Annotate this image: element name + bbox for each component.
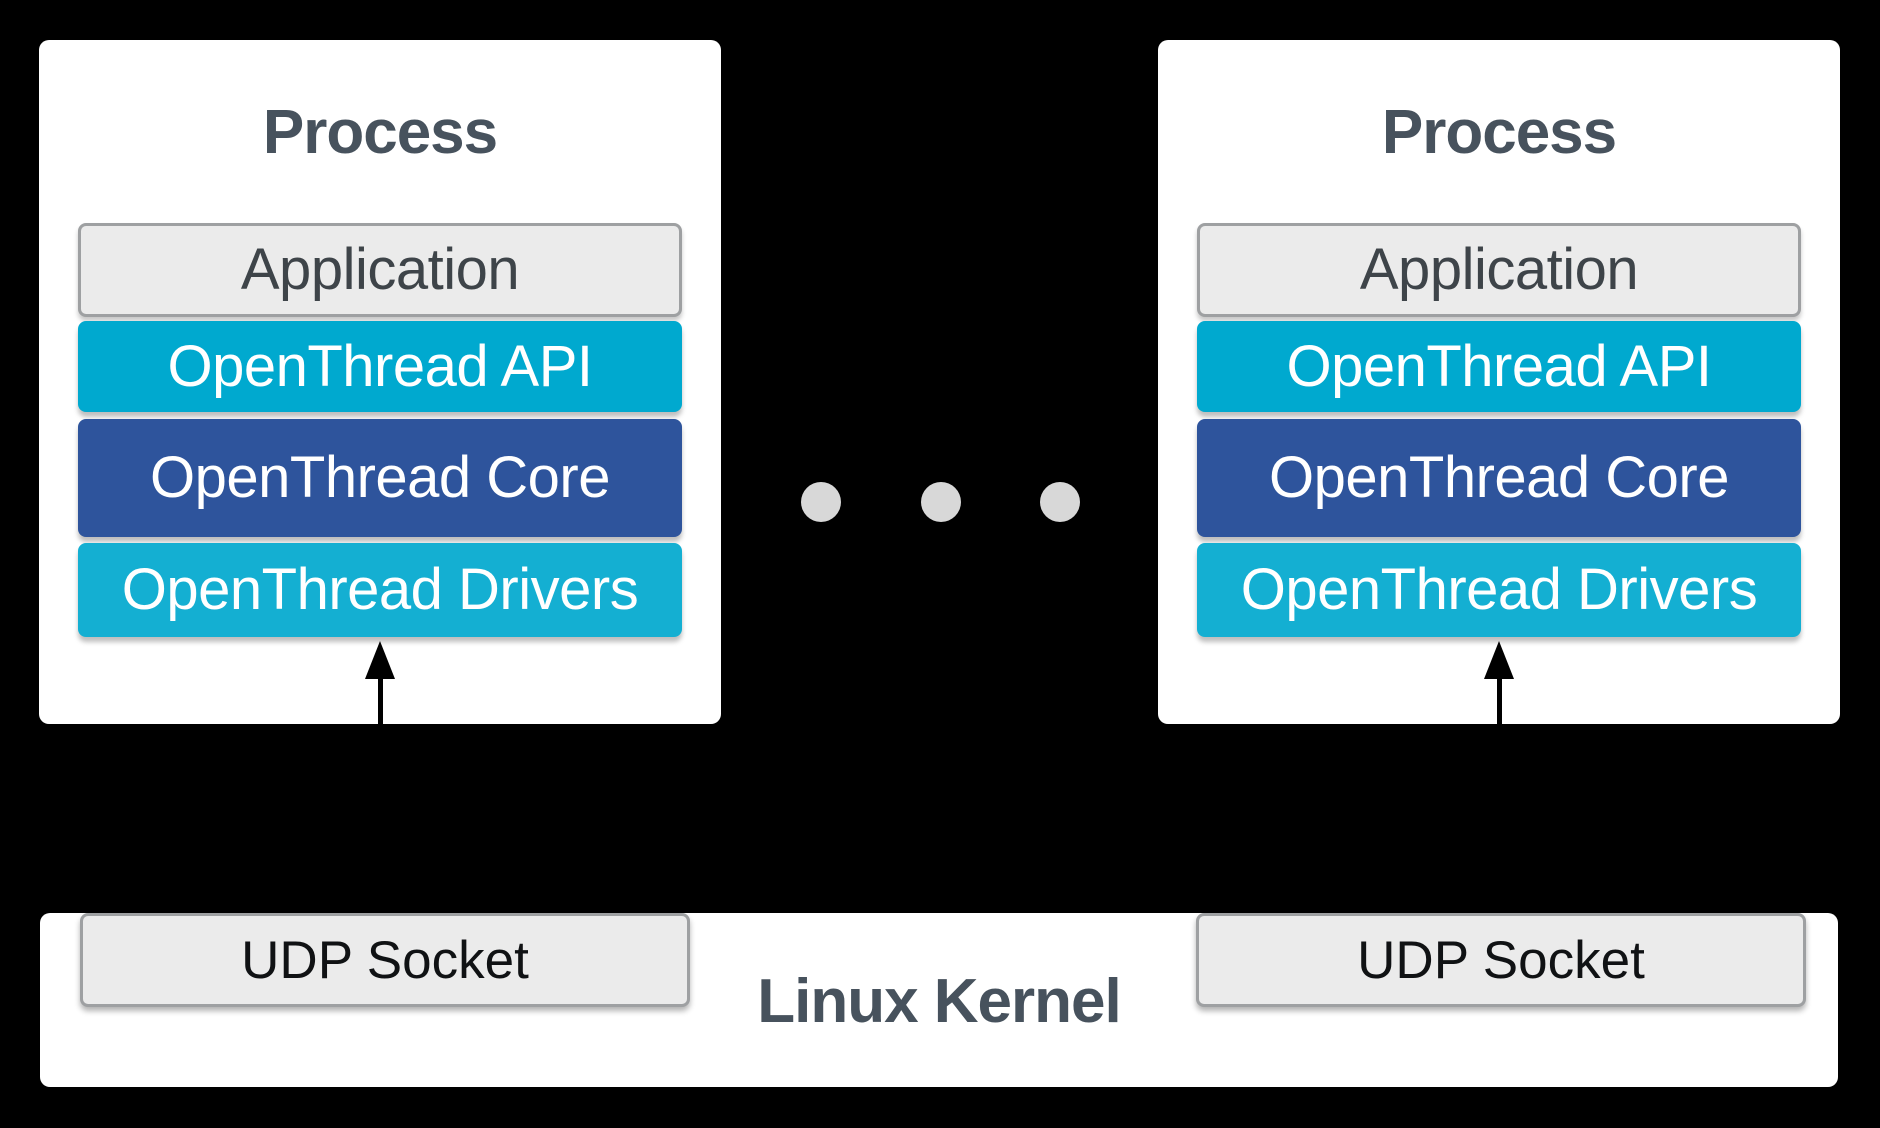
- udp-socket-1: UDP Socket: [80, 913, 690, 1007]
- layer-label: OpenThread Core: [1269, 445, 1729, 510]
- ellipsis-dot: [920, 482, 961, 522]
- layer-openthread-api: OpenThread API: [78, 321, 682, 412]
- layer-label: OpenThread Core: [150, 445, 610, 510]
- layer-label: OpenThread Drivers: [121, 557, 639, 622]
- up-arrow-icon: [1484, 641, 1514, 724]
- arrow-head: [1484, 641, 1514, 679]
- arrow-shaft: [377, 679, 383, 724]
- layer-openthread-drivers: OpenThread Drivers: [1197, 543, 1801, 637]
- process-panel-1: Process Application OpenThread API OpenT…: [39, 40, 721, 724]
- process-panel-2: Process Application OpenThread API OpenT…: [1158, 40, 1840, 724]
- layer-openthread-core: OpenThread Core: [78, 419, 682, 537]
- ellipsis-dot: [801, 482, 841, 522]
- layer-openthread-api: OpenThread API: [1197, 321, 1801, 412]
- linux-kernel-panel: UDP Socket Linux Kernel UDP Socket: [40, 913, 1838, 1087]
- arrow-head: [365, 641, 395, 679]
- ellipsis-separator: [801, 482, 1080, 522]
- layer-stack: Application OpenThread API OpenThread Co…: [1197, 223, 1801, 637]
- ellipsis-dot: [1040, 482, 1080, 522]
- layer-label: OpenThread API: [167, 333, 593, 399]
- layer-openthread-drivers: OpenThread Drivers: [78, 543, 682, 637]
- arrow-shaft: [1496, 679, 1502, 724]
- udp-socket-label: UDP Socket: [1357, 930, 1645, 990]
- layer-label: Application: [1359, 237, 1639, 302]
- layer-openthread-core: OpenThread Core: [1197, 419, 1801, 537]
- udp-socket-label: UDP Socket: [241, 930, 529, 990]
- process-title: Process: [262, 98, 498, 167]
- layer-application: Application: [78, 223, 682, 317]
- up-arrow-icon: [365, 641, 395, 724]
- layer-label: OpenThread API: [1286, 333, 1712, 399]
- linux-kernel-title: Linux Kernel: [757, 967, 1122, 1036]
- layer-label: Application: [240, 237, 520, 302]
- layer-application: Application: [1197, 223, 1801, 317]
- udp-socket-2: UDP Socket: [1196, 913, 1806, 1007]
- layer-label: OpenThread Drivers: [1240, 557, 1758, 622]
- layer-stack: Application OpenThread API OpenThread Co…: [78, 223, 682, 637]
- process-title: Process: [1381, 98, 1617, 167]
